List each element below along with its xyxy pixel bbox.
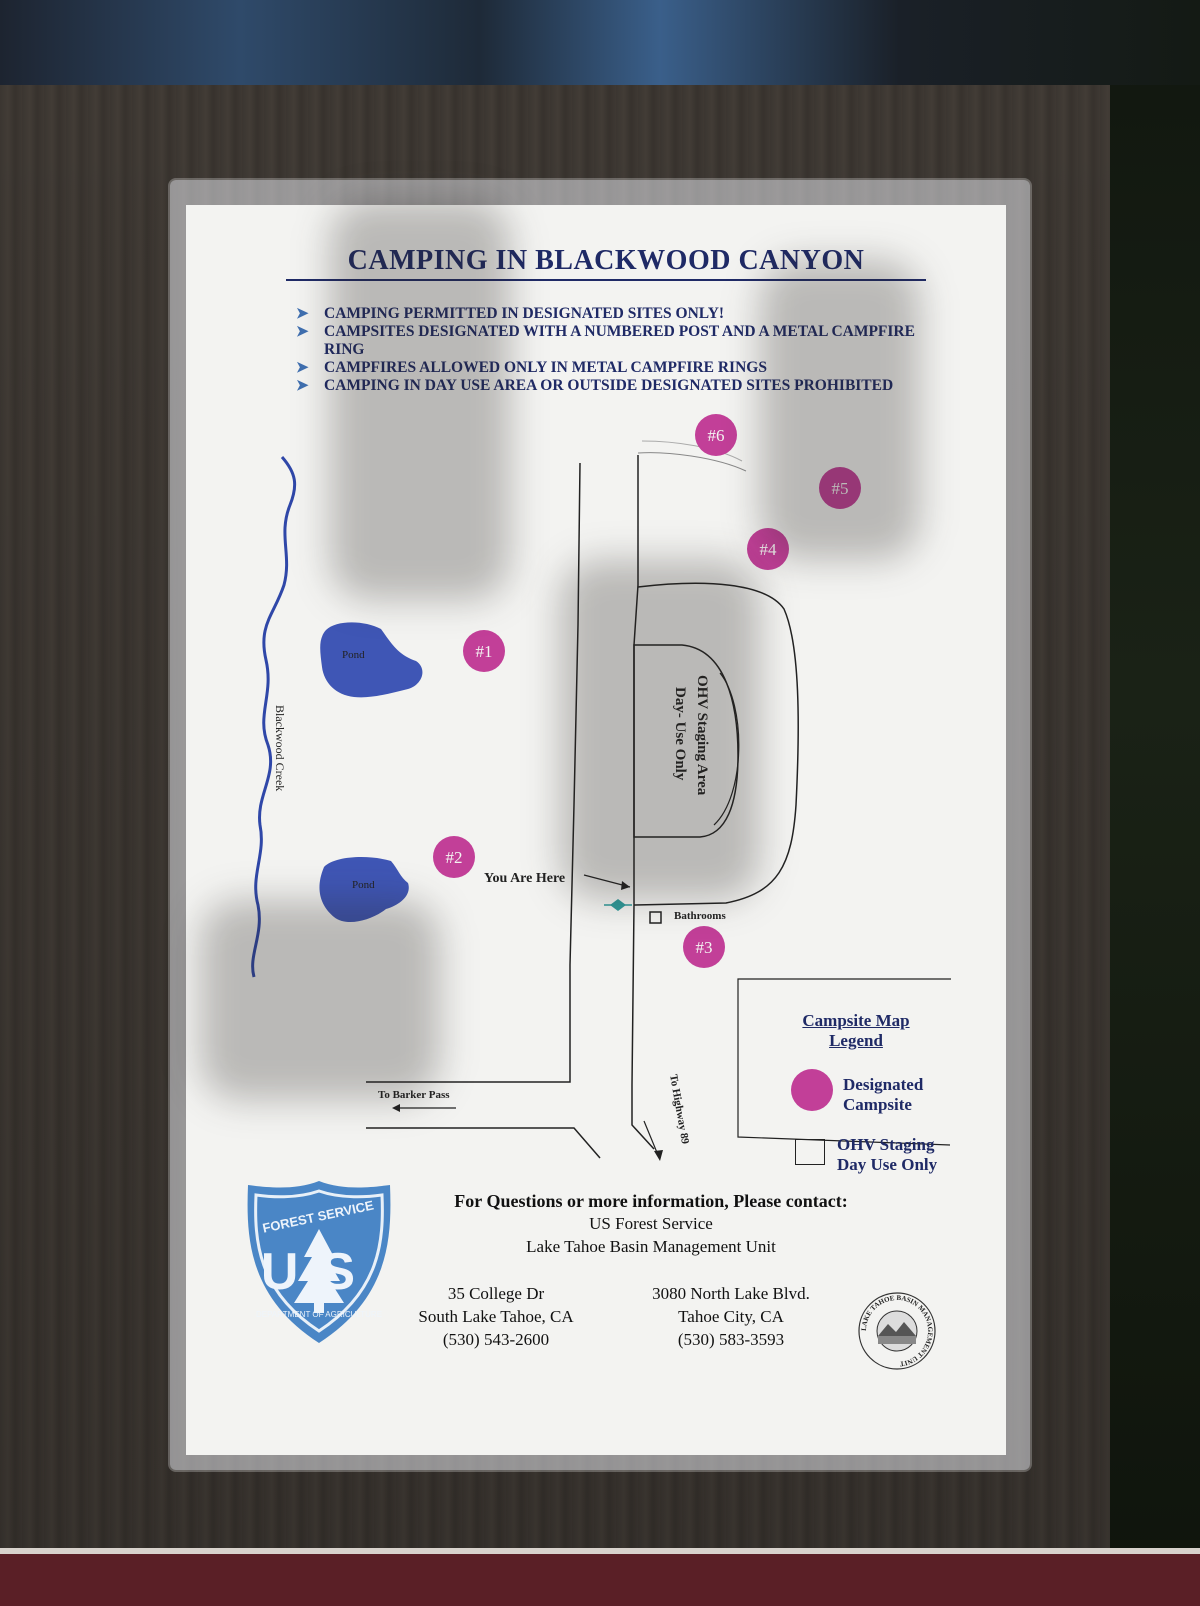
campsite-number: #1 bbox=[476, 642, 493, 661]
legend-label-line: Day Use Only bbox=[837, 1155, 938, 1174]
contact-agency: US Forest Service bbox=[589, 1214, 713, 1233]
arrow-bullet-icon: ➤ bbox=[296, 324, 309, 340]
contact-unit: Lake Tahoe Basin Management Unit bbox=[526, 1237, 776, 1256]
top-track bbox=[637, 452, 747, 472]
campsite-marker: #4 bbox=[747, 528, 789, 570]
office-phone: (530) 543-2600 bbox=[442, 1330, 550, 1349]
contact-heading: For Questions or more information, Pleas… bbox=[454, 1191, 848, 1211]
creek-label: Blackwood Creek bbox=[273, 705, 287, 791]
creek-line bbox=[251, 456, 297, 978]
rule-text: CAMPSITES DESIGNATED WITH A NUMBERED POS… bbox=[324, 323, 915, 358]
lower-road-edge bbox=[366, 1127, 601, 1159]
campsite-legend-icon bbox=[791, 1069, 833, 1111]
office-city: South Lake Tahoe, CA bbox=[418, 1307, 574, 1326]
you-are-here-label: You Are Here bbox=[484, 871, 565, 886]
staging-area-label-2: Day- Use Only bbox=[672, 687, 688, 781]
you-are-here-arrowhead bbox=[621, 881, 630, 890]
legend-title-line: Campsite Map bbox=[802, 1011, 910, 1030]
to-highway-label: To Highway 89 bbox=[667, 1073, 691, 1145]
legend-title-line: Legend bbox=[829, 1031, 883, 1050]
staging-area-inner-curve bbox=[713, 672, 740, 826]
rules-list: ➤ CAMPING PERMITTED IN DESIGNATED SITES … bbox=[292, 305, 932, 395]
pond-label: Pond bbox=[352, 879, 375, 891]
legend-label-line: Designated bbox=[843, 1075, 924, 1094]
background-foliage bbox=[1110, 85, 1200, 1600]
staging-loop bbox=[633, 582, 799, 906]
rule-text: CAMPING IN DAY USE AREA OR OUTSIDE DESIG… bbox=[324, 377, 894, 394]
rule-item: ➤ CAMPING IN DAY USE AREA OR OUTSIDE DES… bbox=[292, 377, 932, 395]
forest-service-shield-icon: FOREST SERVICE US DEPARTMENT OF AGRICULT… bbox=[247, 1181, 391, 1343]
rule-text: CAMPFIRES ALLOWED ONLY IN METAL CAMPFIRE… bbox=[324, 359, 767, 376]
staging-legend-icon bbox=[795, 1139, 825, 1165]
office-tahoe-city: 3080 North Lake Blvd. Tahoe City, CA (53… bbox=[621, 1282, 841, 1351]
campsite-number: #2 bbox=[446, 848, 463, 867]
arrow-bullet-icon: ➤ bbox=[296, 378, 309, 394]
tree-icon bbox=[294, 1229, 344, 1313]
poster-title: CAMPING IN BLACKWOOD CANYON bbox=[286, 245, 926, 281]
map-legend: Campsite Map Legend Designated Campsite … bbox=[751, 997, 963, 1174]
campsite-number: #5 bbox=[832, 479, 849, 498]
campsite-map: Blackwood Creek Pond Pond OHV Staging Ar… bbox=[251, 414, 951, 1161]
legend-title: Campsite Map Legend bbox=[751, 1011, 961, 1051]
shield-bottom-text: DEPARTMENT OF AGRICULTURE bbox=[256, 1310, 382, 1319]
campsite-number: #3 bbox=[696, 938, 713, 957]
background-sky bbox=[0, 0, 1200, 95]
pond-2 bbox=[319, 857, 409, 923]
campsite-legend-label: Designated Campsite bbox=[843, 1075, 963, 1115]
lower-sign-edge bbox=[0, 1548, 1200, 1606]
office-south-lake-tahoe: 35 College Dr South Lake Tahoe, CA (530)… bbox=[386, 1282, 606, 1351]
main-road-east-edge bbox=[631, 455, 655, 1150]
rule-item: ➤ CAMPING PERMITTED IN DESIGNATED SITES … bbox=[292, 305, 932, 323]
to-barker-pass-label: To Barker Pass bbox=[378, 1089, 450, 1101]
highway-arrow bbox=[643, 1120, 659, 1156]
rule-text: CAMPING PERMITTED IN DESIGNATED SITES ON… bbox=[324, 305, 725, 322]
campsite-marker: #6 bbox=[695, 414, 737, 456]
staging-legend-label: OHV Staging Day Use Only bbox=[837, 1135, 967, 1175]
bathrooms-label: Bathrooms bbox=[674, 910, 726, 922]
arrow-bullet-icon: ➤ bbox=[296, 360, 309, 376]
lake-tahoe-basin-seal-icon: LAKE TAHOE BASIN MANAGEMENT UNIT bbox=[858, 1292, 936, 1370]
staging-area-label: OHV Staging Area bbox=[694, 675, 710, 796]
highway-arrowhead bbox=[654, 1150, 663, 1161]
bathrooms-icon bbox=[649, 911, 662, 924]
office-street: 3080 North Lake Blvd. bbox=[652, 1284, 810, 1303]
camping-poster: CAMPING IN BLACKWOOD CANYON ➤ CAMPING PE… bbox=[186, 205, 1006, 1455]
rule-item: ➤ CAMPFIRES ALLOWED ONLY IN METAL CAMPFI… bbox=[292, 359, 932, 377]
top-track bbox=[641, 440, 743, 462]
arrow-bullet-icon: ➤ bbox=[296, 306, 309, 322]
legend-frame bbox=[737, 978, 951, 1146]
pond-label: Pond bbox=[342, 649, 365, 661]
campsite-number: #6 bbox=[708, 426, 725, 445]
campsite-marker: #2 bbox=[433, 836, 475, 878]
barker-pass-arrowhead bbox=[392, 1104, 400, 1112]
main-road-west-edge bbox=[366, 462, 581, 1083]
legend-label-line: OHV Staging bbox=[837, 1135, 935, 1154]
campsite-marker: #3 bbox=[683, 926, 725, 968]
office-phone: (530) 583-3593 bbox=[677, 1330, 785, 1349]
campsite-number: #4 bbox=[760, 540, 778, 559]
rule-item: ➤ CAMPSITES DESIGNATED WITH A NUMBERED P… bbox=[292, 323, 932, 359]
legend-label-line: Campsite bbox=[843, 1095, 912, 1114]
office-city: Tahoe City, CA bbox=[678, 1307, 784, 1326]
campsite-marker: #5 bbox=[819, 467, 861, 509]
pond-1 bbox=[320, 622, 423, 698]
office-street: 35 College Dr bbox=[447, 1284, 545, 1303]
contact-block: For Questions or more information, Pleas… bbox=[406, 1190, 896, 1349]
campsite-marker: #1 bbox=[463, 630, 505, 672]
